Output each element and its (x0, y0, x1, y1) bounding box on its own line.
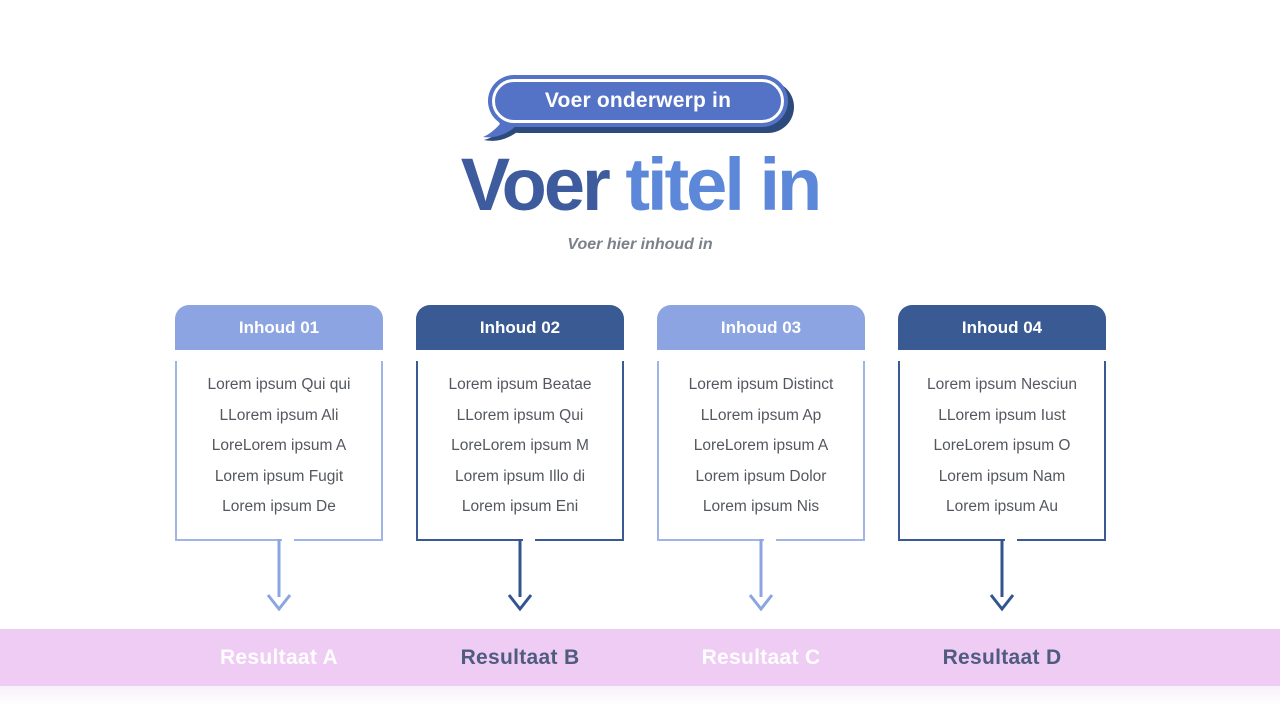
result-label-c[interactable]: Resultaat C (701, 645, 821, 669)
down-arrow-icon (266, 539, 292, 612)
list-item: Lorem ipsum Nesciun (927, 376, 1077, 393)
column-4-header[interactable]: Inhoud 04 (898, 305, 1106, 350)
list-item: Lorem ipsum Illo di (454, 467, 586, 485)
page-title[interactable]: Voer titel in (0, 148, 1280, 222)
down-arrow-icon (748, 539, 774, 612)
down-arrow-icon (507, 539, 533, 612)
result-label-b[interactable]: Resultaat B (460, 645, 580, 669)
list-item: Lorem ipsum Beatae (448, 376, 592, 393)
list-item: LLorem ipsum Ap (700, 406, 822, 424)
list-item: LoreLorem ipsum O (933, 437, 1071, 454)
subtitle[interactable]: Voer hier inhoud in (567, 236, 713, 253)
column-1: Inhoud 01 Lorem ipsum Qui qui LLorem ips… (175, 305, 383, 617)
list-item: LoreLorem ipsum A (211, 437, 347, 454)
title-part-light: titel in (607, 143, 822, 226)
list-item: Lorem ipsum Au (946, 498, 1058, 515)
column-4-box[interactable]: Lorem ipsum Nesciun LLorem ipsum Iust Lo… (898, 361, 1106, 541)
down-arrow-icon (989, 539, 1015, 612)
title-part-dark: Voer (460, 143, 611, 226)
result-label-d[interactable]: Resultaat D (942, 645, 1062, 669)
list-item: LoreLorem ipsum A (693, 437, 829, 454)
column-2: Inhoud 02 Lorem ipsum Beatae LLorem ipsu… (416, 305, 624, 617)
speech-bubble-icon (483, 75, 794, 141)
column-3-box[interactable]: Lorem ipsum Distinct LLorem ipsum Ap Lor… (657, 361, 865, 541)
column-2-header[interactable]: Inhoud 02 (416, 305, 624, 350)
topic-badge-label: Voer onderwerp in (544, 89, 732, 112)
column-2-box[interactable]: Lorem ipsum Beatae LLorem ipsum Qui Lore… (416, 361, 624, 541)
result-bar-fade (0, 686, 1280, 706)
list-item: Lorem ipsum Nis (702, 498, 820, 515)
column-3-header[interactable]: Inhoud 03 (657, 305, 865, 350)
list-item: LoreLorem ipsum M (451, 437, 589, 454)
column-3: Inhoud 03 Lorem ipsum Distinct LLorem ip… (657, 305, 865, 617)
list-item: Lorem ipsum Dolor (695, 467, 827, 485)
result-label-a[interactable]: Resultaat A (219, 645, 339, 669)
list-item: Lorem ipsum Nam (938, 467, 1066, 485)
list-item: LLorem ipsum Ali (219, 406, 339, 424)
list-item: LLorem ipsum Iust (938, 406, 1066, 424)
list-item: Lorem ipsum Fugit (214, 467, 344, 485)
column-4: Inhoud 04 Lorem ipsum Nesciun LLorem ips… (898, 305, 1106, 617)
list-item: Lorem ipsum De (222, 498, 336, 515)
column-1-header[interactable]: Inhoud 01 (175, 305, 383, 350)
list-item: LLorem ipsum Qui (456, 406, 584, 424)
list-item: Lorem ipsum Distinct (688, 376, 834, 393)
list-item: Lorem ipsum Eni (461, 498, 579, 515)
result-bar (0, 629, 1280, 686)
list-item: Lorem ipsum Qui qui (207, 376, 351, 393)
topic-badge[interactable]: Voer onderwerp in (478, 68, 814, 148)
column-1-box[interactable]: Lorem ipsum Qui qui LLorem ipsum Ali Lor… (175, 361, 383, 541)
